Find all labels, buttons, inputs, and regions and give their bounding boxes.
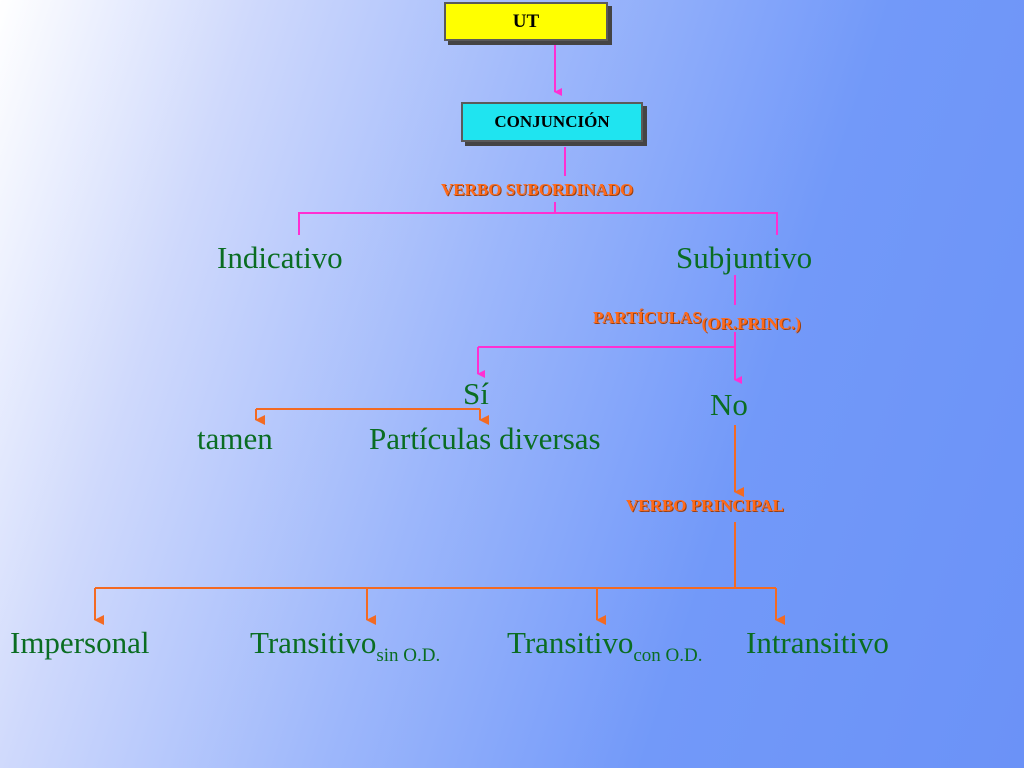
no-label: No	[710, 387, 748, 422]
transitivo-con-od-label: Transitivocon O.D.	[507, 627, 702, 665]
particulas-label: PARTÍCULAS(OR.PRINC.)	[593, 308, 801, 334]
transitivo-con-od-subscript: con O.D.	[633, 645, 703, 666]
transitivo-sin-od-label: Transitivosin O.D.	[250, 627, 440, 665]
particulas-subscript: (OR.PRINC.)	[701, 314, 801, 333]
ut-label: UT	[512, 10, 540, 32]
tamen-label: tamen	[197, 421, 273, 456]
conjuncion-label: CONJUNCIÓN	[494, 112, 610, 131]
ut-box: UT	[444, 2, 608, 41]
intransitivo-label: Intransitivo	[746, 625, 889, 660]
si-label: Sí	[463, 376, 489, 411]
connector-indicativo-subjuntivo-bar	[298, 212, 778, 235]
transitivo-con-od-text: Transitivo	[507, 625, 634, 660]
transitivo-sin-od-subscript: sin O.D.	[376, 645, 441, 666]
transitivo-sin-od-text: Transitivo	[250, 625, 377, 660]
impersonal-label: Impersonal	[10, 625, 150, 660]
conjuncion-box: CONJUNCIÓN	[461, 102, 643, 142]
particulas-text: PARTÍCULAS	[593, 308, 702, 327]
verbo-subordinado-label: VERBO SUBORDINADO	[441, 180, 634, 199]
indicativo-label: Indicativo	[217, 240, 343, 275]
verbo-principal-label: VERBO PRINCIPAL	[626, 496, 784, 515]
subjuntivo-label: Subjuntivo	[676, 240, 813, 275]
particulas-diversas-label: Partículas diversas	[369, 421, 601, 456]
